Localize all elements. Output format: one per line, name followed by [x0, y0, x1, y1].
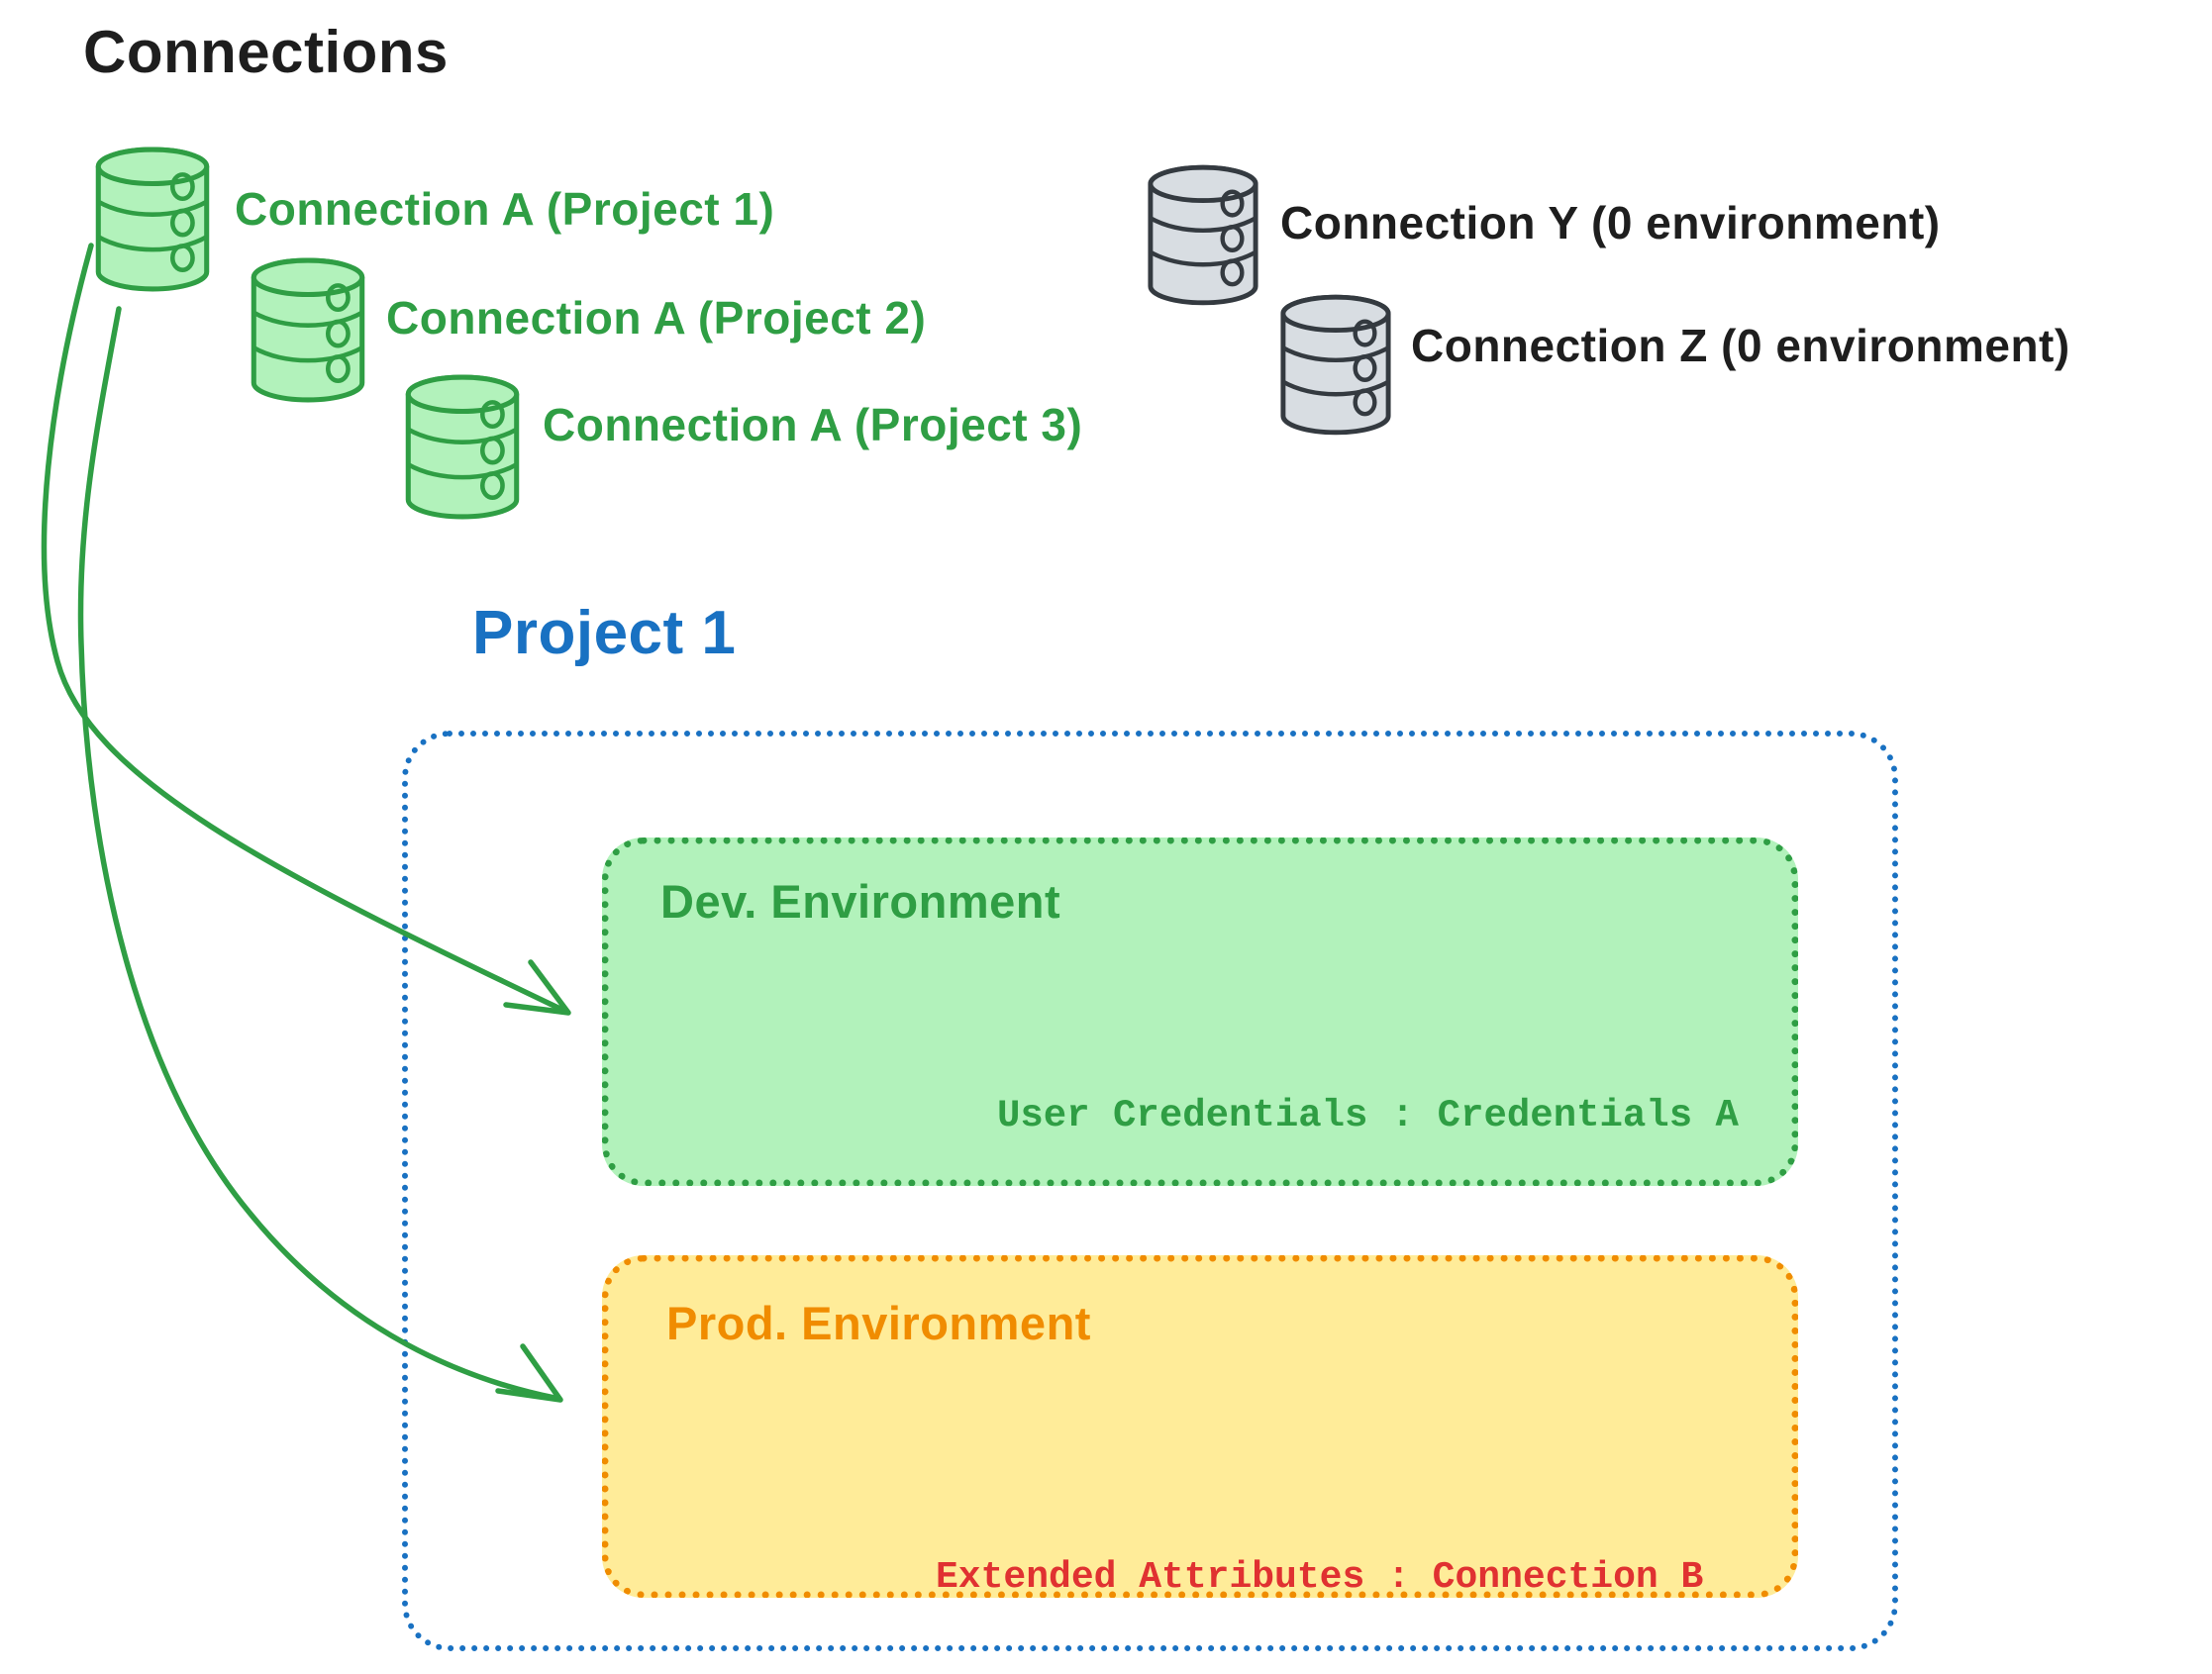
database-icon: [408, 377, 517, 517]
prod-environment-box: Prod. Environment Extended Attributes : …: [602, 1255, 1798, 1599]
database-icon: [1282, 297, 1389, 433]
project-1-box: Dev. Environment User Credentials : Cred…: [402, 731, 1898, 1651]
database-icon: [1150, 167, 1257, 303]
project-title: Project 1: [472, 599, 737, 667]
connection-label: Connection Y (0 environment): [1280, 197, 1941, 248]
prod-credentials-text: Extended Attributes : Connection B Ext.A…: [936, 1450, 1726, 1674]
prod-environment-title: Prod. Environment: [666, 1297, 1091, 1349]
connection-label: Connection Z (0 environment): [1411, 320, 2070, 371]
diagram-title: Connections: [83, 19, 449, 85]
connection-label: Connection A (Project 2): [386, 292, 927, 344]
prod-credentials-line-1: Extended Attributes : Connection B: [936, 1555, 1704, 1599]
dev-environment-box: Dev. Environment User Credentials : Cred…: [602, 837, 1798, 1186]
database-icon: [253, 260, 362, 400]
dev-environment-title: Dev. Environment: [660, 875, 1061, 928]
connection-label: Connection A (Project 3): [543, 399, 1083, 450]
connection-label: Connection A (Project 1): [235, 183, 775, 235]
database-icon: [98, 149, 207, 289]
dev-credentials-text: User Credentials : Credentials A: [997, 1094, 1739, 1137]
